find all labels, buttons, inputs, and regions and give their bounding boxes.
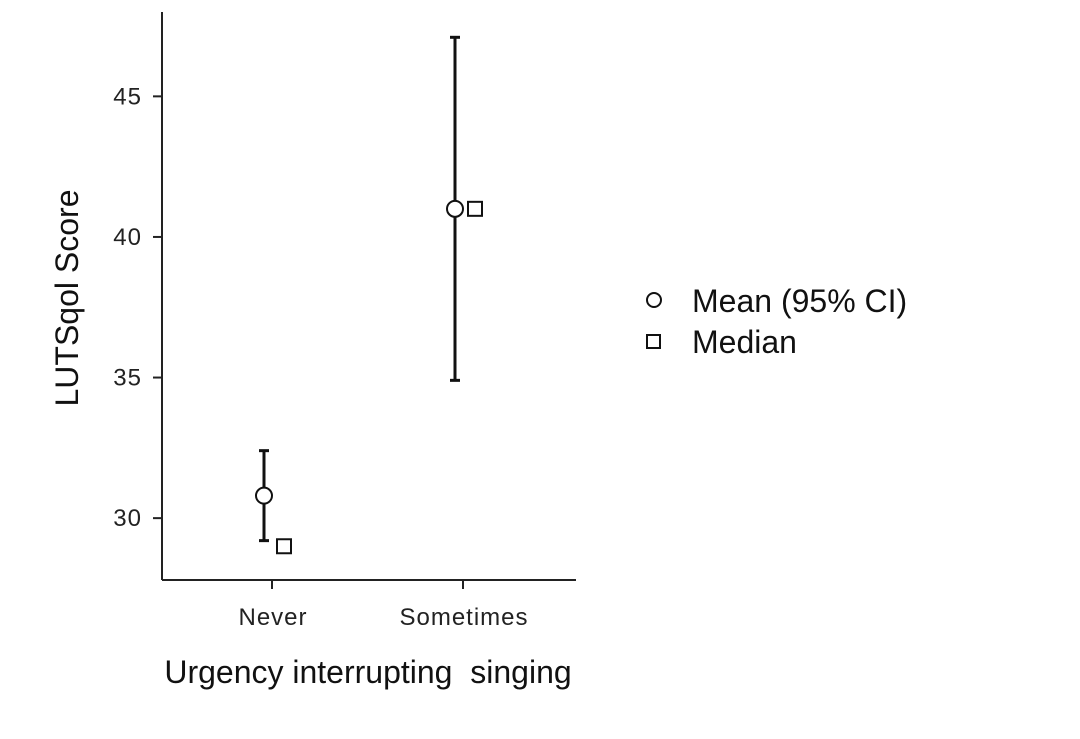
legend-median-marker-icon [646, 334, 661, 349]
x-tick-label: Sometimes [399, 604, 528, 631]
y-tick-label: 35 [113, 365, 142, 392]
y-tick-label: 40 [113, 224, 142, 251]
x-axis-ticks: Never Sometimes [238, 580, 528, 631]
y-tick-label: 30 [113, 505, 142, 532]
y-axis-title: LUTSqol Score [49, 190, 85, 407]
mean-point [255, 486, 273, 505]
y-tick-label: 45 [113, 83, 142, 110]
mean-point [446, 199, 464, 218]
median-point [467, 200, 483, 217]
legend-median-label: Median [692, 324, 797, 360]
x-tick-label: Never [238, 604, 307, 631]
data-marks [255, 35, 483, 555]
legend-mean-label: Mean (95% CI) [692, 283, 907, 319]
x-axis-title: Urgency interrupting singing [164, 654, 571, 690]
y-axis-ticks: 30 35 40 45 [113, 83, 162, 532]
median-point [276, 538, 292, 555]
legend: Mean (95% CI) Median [646, 283, 907, 360]
legend-mean-marker-icon [646, 292, 662, 308]
axes [161, 12, 576, 581]
